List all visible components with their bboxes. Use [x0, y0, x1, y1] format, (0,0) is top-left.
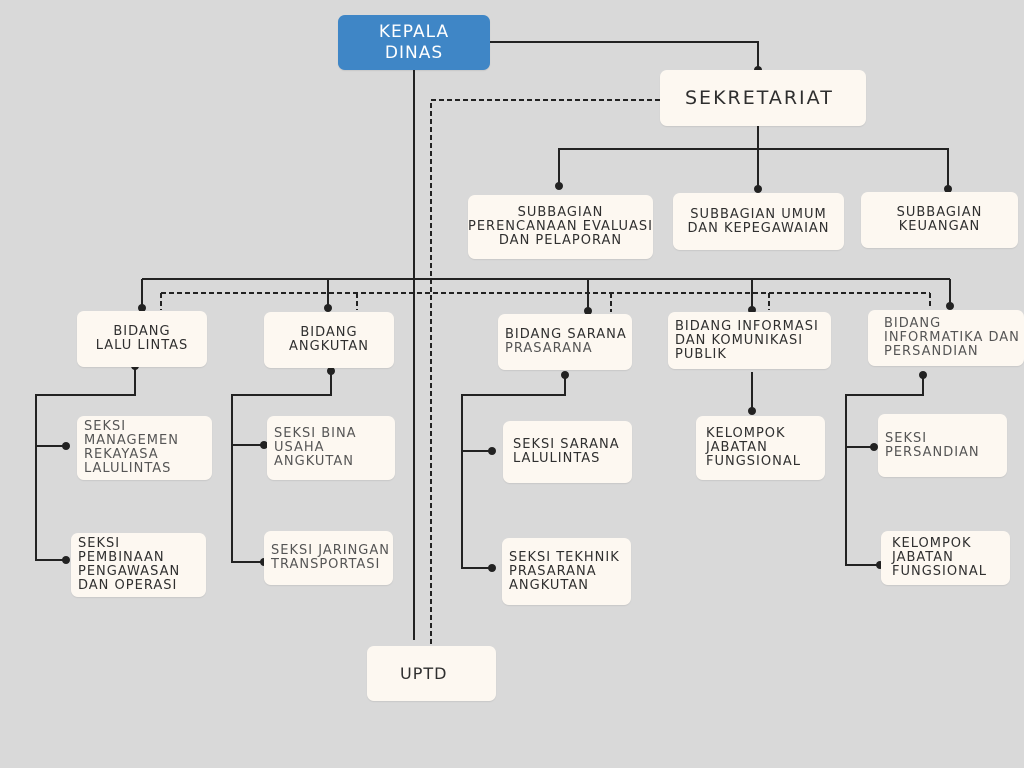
text-line: USAHA	[274, 440, 325, 455]
text-line: DAN KEPEGAWAIAN	[687, 220, 830, 236]
subbagian-keuangan-box: SUBBAGIAN KEUANGAN	[861, 192, 1018, 248]
text-line: ANGKUTAN	[509, 577, 589, 593]
text-line: LALULINTAS	[84, 461, 172, 476]
text-line: BIDANG INFORMASI	[675, 318, 819, 334]
kepala-line-2: DINAS	[384, 42, 444, 63]
text-line: BIDANG	[113, 324, 171, 339]
seksi-tekhnik-box: SEKSI TEKHNIK PRASARANA ANGKUTAN	[502, 538, 631, 605]
text-line: SUBBAGIAN UMUM	[690, 206, 827, 222]
seksi-bina-usaha-box: SEKSI BINA USAHA ANGKUTAN	[267, 416, 395, 480]
kelompok-jabatan-informatika-box: KELOMPOK JABATAN FUNGSIONAL	[881, 531, 1010, 585]
text-line: PRASARANA	[509, 563, 597, 579]
text-line: SEKSI	[78, 536, 121, 551]
subbagian-umum-box: SUBBAGIAN UMUM DAN KEPEGAWAIAN	[673, 193, 844, 250]
bidang-informasi-box: BIDANG INFORMASI DAN KOMUNIKASI PUBLIK	[668, 312, 831, 369]
text-line: LALU LINTAS	[95, 338, 189, 353]
text-line: KELOMPOK	[892, 536, 972, 551]
text-line: SEKSI	[885, 430, 928, 446]
text-line: REKAYASA	[84, 447, 159, 462]
text-line: KEUANGAN	[898, 219, 981, 234]
text-line: SEKSI BINA	[274, 426, 357, 441]
text-line: SEKSI TEKHNIK	[509, 549, 620, 565]
text-line: DAN OPERASI	[78, 578, 178, 593]
text-line: FUNGSIONAL	[706, 454, 801, 469]
text-line: KELOMPOK	[706, 426, 786, 441]
text-line: PEMBINAAN	[78, 550, 165, 565]
seksi-sarana-lalulintas-box: SEKSI SARANA LALULINTAS	[503, 421, 632, 483]
text-line: ANGKUTAN	[274, 454, 354, 469]
text-line: PENGAWASAN	[78, 564, 181, 579]
text-line: BIDANG	[300, 325, 358, 340]
kepala-dinas-box: KEPALA DINAS	[338, 15, 490, 70]
seksi-managemen-box: SEKSI MANAGEMEN REKAYASA LALULINTAS	[77, 416, 212, 480]
text-line: PUBLIK	[675, 346, 727, 362]
text-line: FUNGSIONAL	[892, 564, 987, 579]
bidang-sarana-box: BIDANG SARANA PRASARANA	[498, 314, 632, 370]
text-line: JABATAN	[892, 550, 954, 565]
uptd-label: UPTD	[400, 663, 448, 683]
text-line: SUBBAGIAN	[517, 205, 604, 220]
text-line: TRANSPORTASI	[271, 557, 381, 572]
text-line: BIDANG	[884, 316, 942, 331]
text-line: PERSANDIAN	[884, 344, 979, 359]
kelompok-jabatan-informasi-box: KELOMPOK JABATAN FUNGSIONAL	[696, 416, 825, 480]
text-line: DAN PELAPORAN	[498, 233, 623, 248]
text-line: LALULINTAS	[513, 451, 601, 466]
seksi-persandian-box: SEKSI PERSANDIAN	[878, 414, 1007, 477]
text-line: ANGKUTAN	[289, 339, 369, 354]
uptd-box: UPTD	[367, 646, 496, 701]
text-line: SEKSI JARINGAN	[271, 543, 390, 558]
text-line: SEKSI	[84, 419, 127, 434]
text-line: PERSANDIAN	[885, 444, 980, 460]
sekretariat-label: SEKRETARIAT	[685, 87, 834, 109]
text-line: INFORMATIKA DAN	[884, 330, 1020, 345]
bidang-lalu-lintas-box: BIDANG LALU LINTAS	[77, 311, 207, 367]
kepala-line-1: KEPALA	[378, 21, 450, 42]
subbagian-perencanaan-box: SUBBAGIAN PERENCANAAN EVALUASI DAN PELAP…	[468, 195, 653, 259]
text-line: PERENCANAAN EVALUASI	[468, 219, 653, 234]
text-line: BIDANG SARANA	[505, 327, 627, 342]
seksi-jaringan-box: SEKSI JARINGAN TRANSPORTASI	[264, 531, 393, 585]
bidang-informatika-box: BIDANG INFORMATIKA DAN PERSANDIAN	[868, 310, 1024, 366]
text-line: DAN KOMUNIKASI	[675, 332, 804, 348]
text-line: SUBBAGIAN	[896, 205, 983, 220]
text-line: SEKSI SARANA	[513, 437, 620, 452]
seksi-pembinaan-box: SEKSI PEMBINAAN PENGAWASAN DAN OPERASI	[71, 533, 206, 597]
text-line: JABATAN	[706, 440, 768, 455]
text-line: PRASARANA	[505, 341, 593, 356]
sekretariat-box: SEKRETARIAT	[660, 70, 866, 126]
text-line: MANAGEMEN	[84, 433, 179, 448]
bidang-angkutan-box: BIDANG ANGKUTAN	[264, 312, 394, 368]
